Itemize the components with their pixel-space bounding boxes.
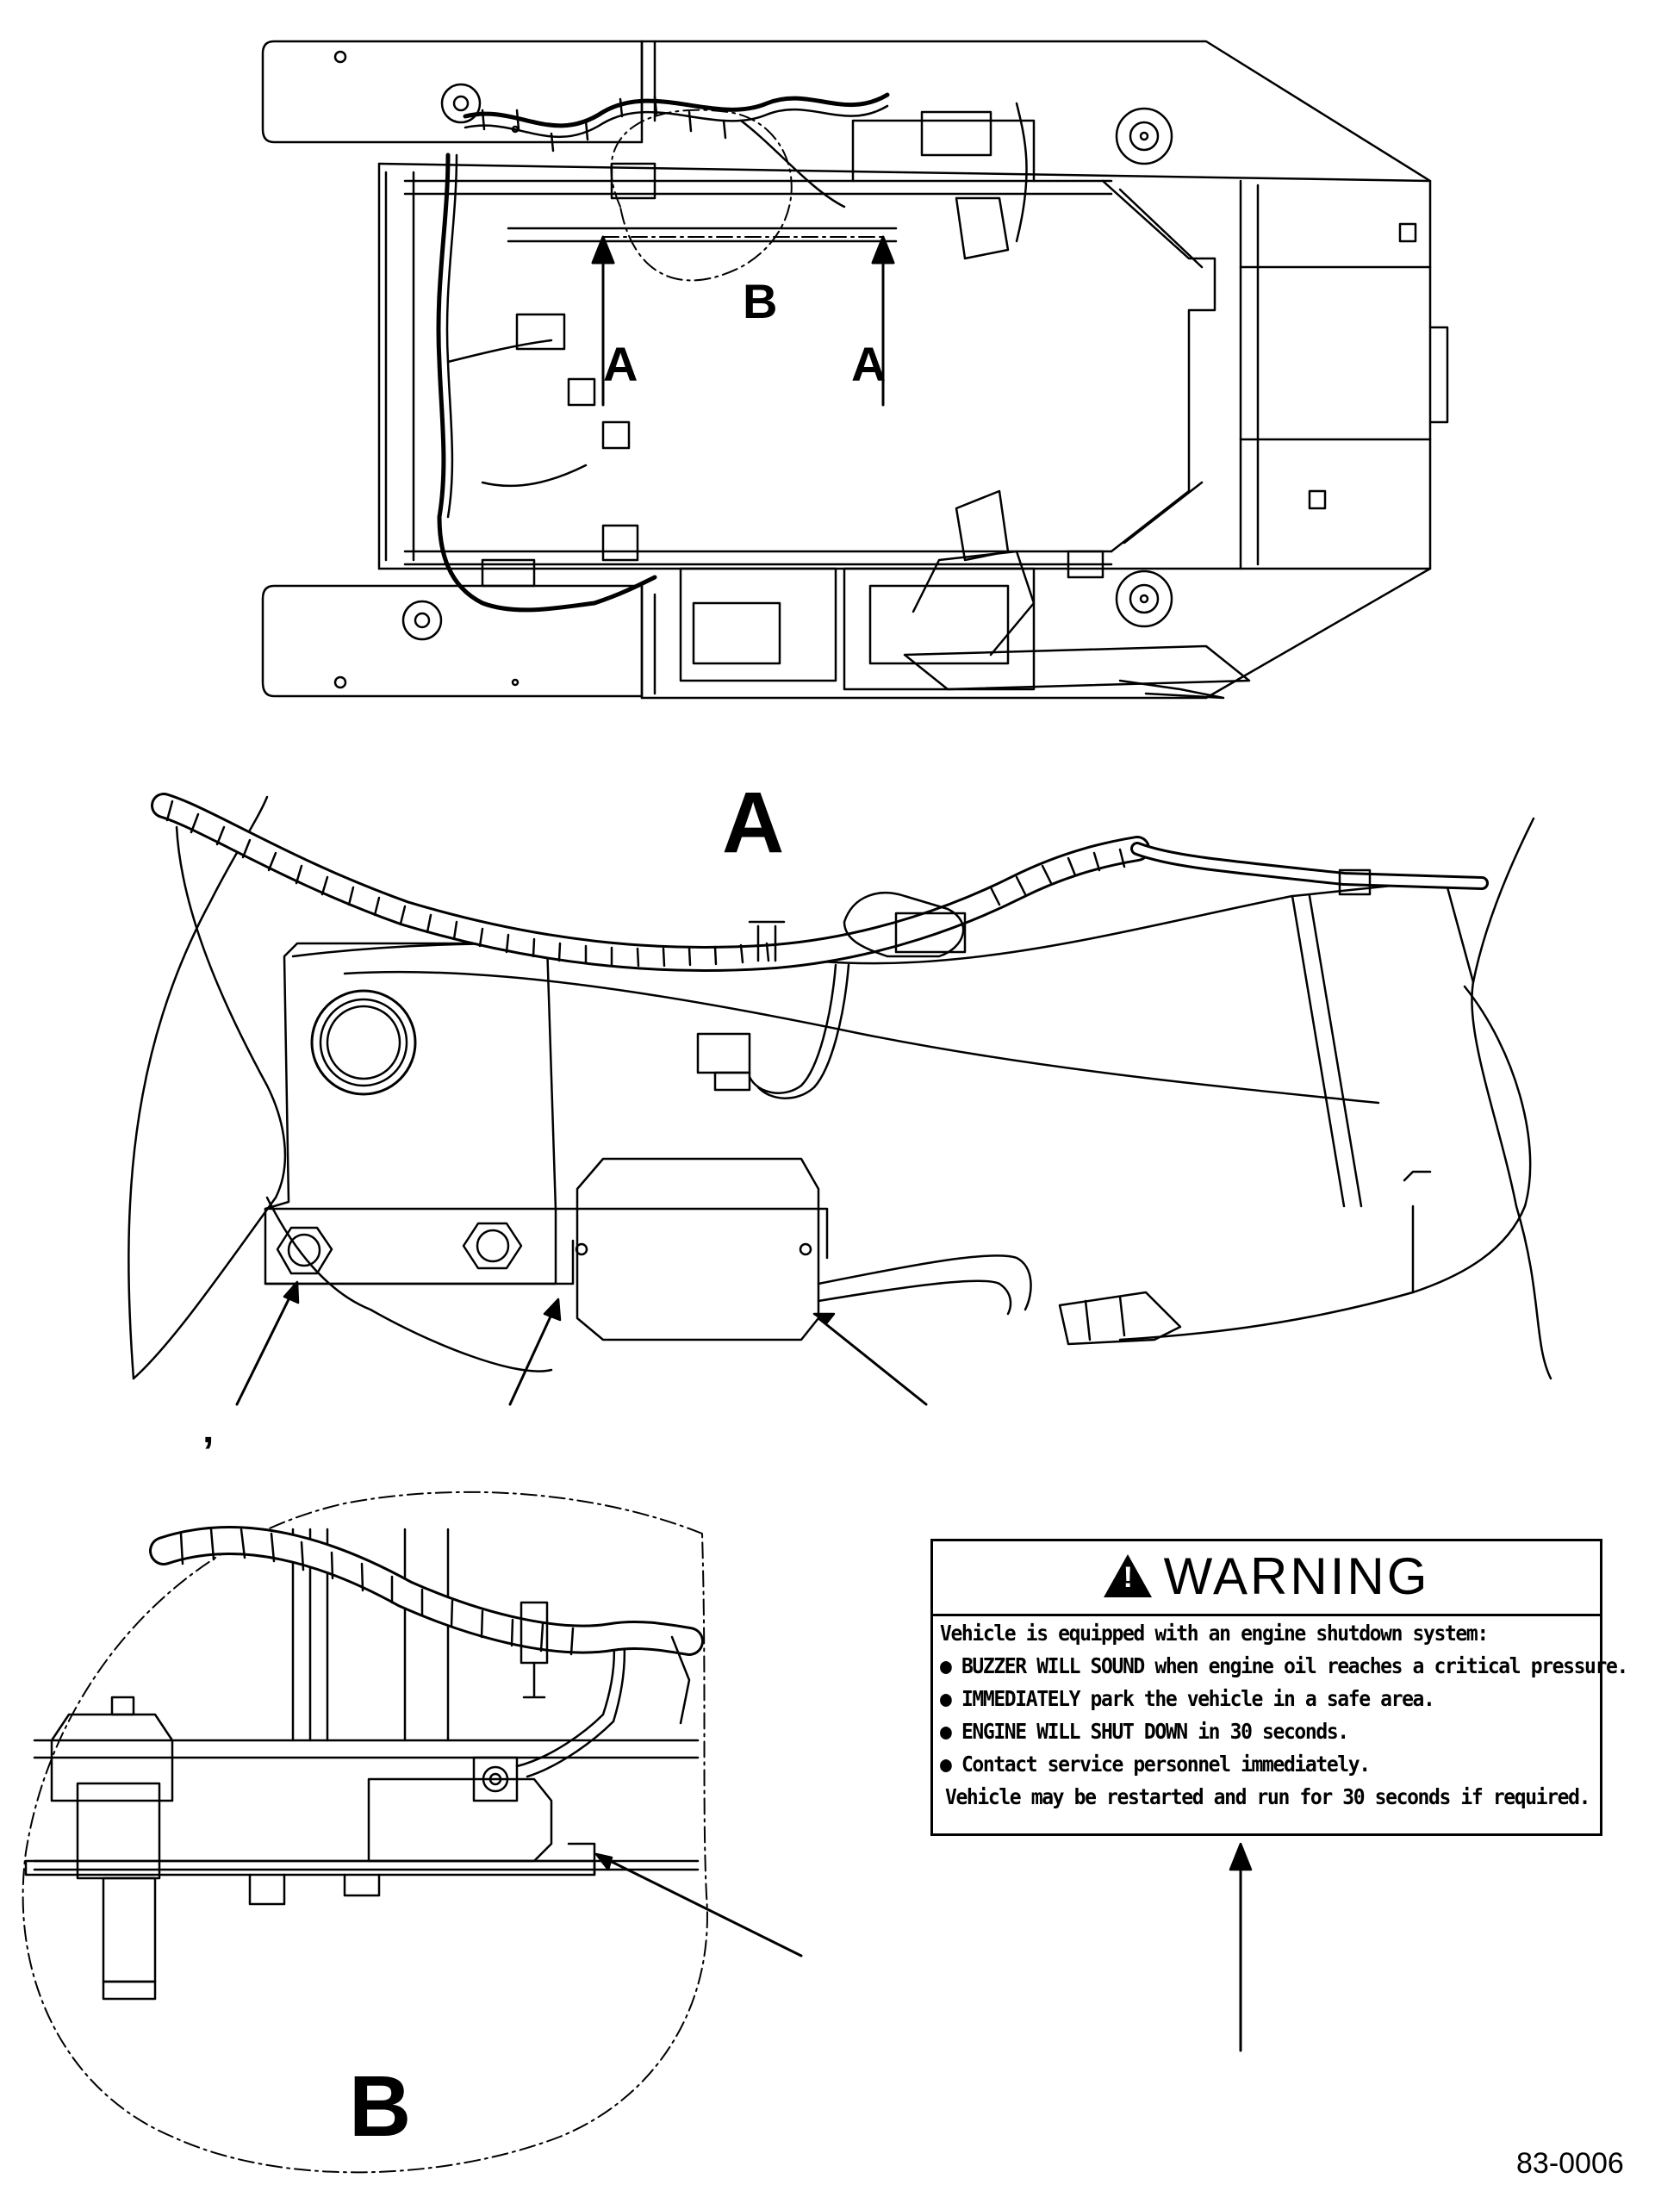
section-arrow-a-left-label: A [603, 337, 638, 391]
chassis-top-view [261, 40, 1449, 700]
warning-title-text: WARNING [1163, 1547, 1430, 1605]
detail-b-marker [610, 109, 793, 282]
warning-item: ● Contact service personnel immediately. [940, 1752, 1371, 1777]
warning-item: ● ENGINE WILL SHUT DOWN in 30 seconds. [940, 1719, 1349, 1744]
warning-divider [933, 1614, 1600, 1616]
detail-b-title: B [349, 2058, 412, 2155]
bullet-icon: ● [940, 1752, 961, 1777]
bullet-icon: ● [940, 1719, 961, 1744]
stray-mark: ’ [202, 1429, 215, 1475]
section-arrows [591, 235, 895, 407]
figure-id: 83-0006 [1516, 2147, 1624, 2180]
section-arrow-a-right-label: A [851, 337, 887, 391]
detail-b-view [22, 1491, 803, 2174]
warning-item: ● BUZZER WILL SOUND when engine oil reac… [940, 1653, 1628, 1678]
warning-decal: WARNING Vehicle is equipped with an engi… [930, 1539, 1628, 1836]
bullet-icon: ● [940, 1686, 961, 1711]
warning-item: ● IMMEDIATELY park the vehicle in a safe… [940, 1686, 1435, 1711]
bullet-icon: ● [940, 1653, 961, 1678]
warning-triangle-icon [1103, 1554, 1152, 1597]
detail-a-title: A [722, 775, 785, 871]
detail-a-view [128, 793, 1552, 1406]
warning-footer: Vehicle may be restarted and run for 30 … [945, 1784, 1590, 1809]
detail-b-marker-label: B [743, 274, 778, 328]
warning-title: WARNING [933, 1547, 1600, 1606]
warning-intro: Vehicle is equipped with an engine shutd… [940, 1621, 1489, 1646]
